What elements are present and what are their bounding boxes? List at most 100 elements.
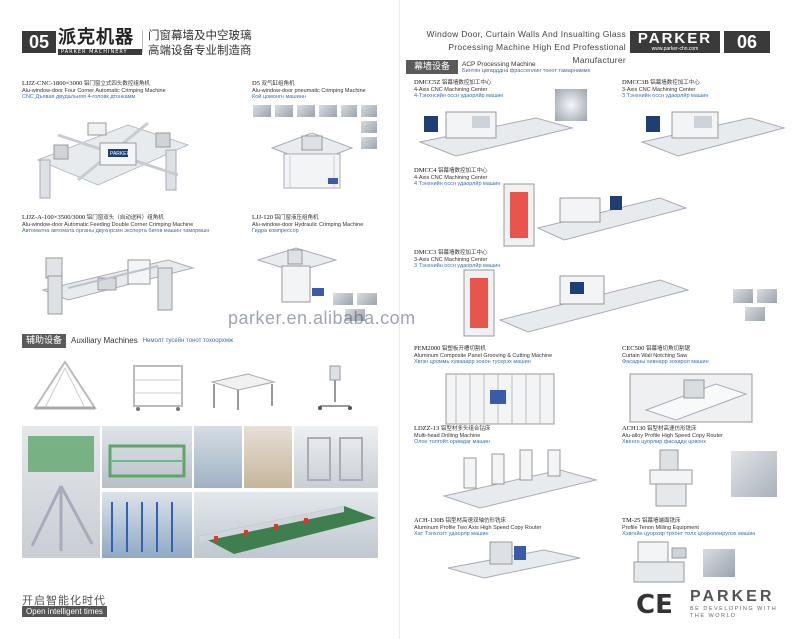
section-subtitles: ACP Processing Machine Бинтян цвгарддна … [462,61,590,74]
section-title-cn: 幕墙设备 [406,60,459,74]
cnc-machining-center-image [418,111,574,157]
detail-thumbnail [332,292,354,306]
pneumatic-crimping-machine-image [270,132,354,189]
machine-name-en: Alu-window-door Automatic Feeding Double… [22,221,194,228]
header-tagline-line1: Window Door, Curtain Walls And Insualtin… [426,29,626,39]
parker-logo-text: PARKER [637,30,713,47]
machine-name-en: 4-Axis CNC Machining Center [414,86,488,93]
machine-name-cn: 铝幕墙数控加工中心 [650,80,700,86]
section-title-ru: Немолт тусейн тонот тохоорхмж [142,338,233,344]
machine-name-en: 3-Axis CNC Machining Center [414,256,488,263]
machine-code: LJJZ-CNC-1800×3000 [22,80,83,87]
footer-logo-text: PARKER [690,588,775,605]
machine-label: ACH-130B 铝型材高速双轴仿形铣床 Aluminum Profile Tw… [414,517,584,538]
machine-name-ru: Гидра компрессор [252,228,299,234]
parker-logo-url: www.parker-chn.com [651,46,699,52]
machine-name-ru: Хат Тэнхлэгт удаорлр машин [414,531,489,537]
four-head-crimping-machine-image: PARKER [36,121,190,199]
machine-code: PEM2000 [414,345,441,352]
machine-name-en: Alu-alloy Profile High Speed Copy Router [622,432,723,439]
machine-label: DMCC3B 铝幕墙数控加工中心 3-Axis CNC Machining Ce… [622,79,792,100]
factory-photo [102,492,192,558]
machine-name-en: Curtain Wall Notching Saw [622,352,688,359]
machine-name-cn: 双气缸组角机 [261,81,295,87]
footer-slogan-cn: 开启智能化时代 [22,594,106,607]
machine-label: ACH130 铝型材高速仿形铣床 Alu-alloy Profile High … [622,425,792,446]
left-page-number: 05 [22,31,56,53]
machine-code: DMCC3B [622,79,649,86]
machine-name-cn: 铝门窗液压组角机 [274,215,319,221]
machine-name-cn: 铝幕墙数控加工中心 [437,250,488,256]
machine-code: CEC500 [622,345,645,352]
brand-name-cn: 派克机器 [58,27,134,48]
acp-section-header: 幕墙设备 ACP Processing Machine Бинтян цвгар… [406,60,590,74]
machine-code: ACH-130B [414,517,444,524]
page-spine [399,0,400,639]
machine-name-ru: Фасадны хивнарр зохирол машин [622,359,709,365]
factory-photo [244,426,292,488]
auxiliary-section-header: 辅助设备 Auxiliary Machines Немолт тусейн то… [22,334,233,348]
machine-label: PEM2000 铝塑板开槽切割机 Aluminum Composite Pane… [414,345,574,366]
double-corner-crimping-machine-image [41,257,195,315]
detail-thumbnail [554,88,588,122]
machine-label: DMCC3 铝幕墙数控加工中心 3-Axis CNC Machining Cen… [414,249,604,270]
detail-thumbnail [252,104,272,118]
detail-thumbnail [318,104,338,118]
machine-code: LJJZ-A-100×3500/3000 [22,214,86,221]
header-tagline-cn: 门窗幕墙及中空玻璃 高端设备专业制造商 [148,28,252,58]
detail-thumbnail [730,450,778,498]
machine-name-cn: 铝型材高速双轴仿形铣床 [445,518,507,524]
header-divider [142,30,143,52]
section-title-en: ACP Processing Machine [462,60,536,68]
machine-name-ru: Хвгзн цроммь хувааарр зоаон тусерэх маши… [414,359,531,365]
section-title-en: Auxiliary Machines [71,336,138,345]
machine-name-cn: 铝门窗立式四头数控组角机 [83,81,150,87]
machine-name-ru: Хвенгн цуорлир фасаддн цовонх [622,439,707,445]
machine-name-cn: 铝门窗双头（自动送料）组角机 [86,215,164,221]
panel-grooving-machine-image [445,373,555,425]
parker-logo: PARKER www.parker-chn.com [630,31,720,53]
tenon-milling-machine-image [633,541,687,583]
detail-thumbnail [732,288,754,304]
section-title-cn: 辅助设备 [22,334,67,348]
footer-slogan-en: Open intelligent times [22,606,107,617]
footer-tagline: BE DEVELOPING WITH THE WORLD [690,606,778,619]
brand-name-en: PARKER MACHINERY [58,49,142,55]
factory-photo [194,492,378,558]
machine-code: TM-25 [622,517,641,524]
detail-thumbnail [360,120,378,134]
machine-name-cn: 铝型材高速仿形铣床 [647,426,697,432]
machine-name-en: Alu-window-door Hydraulic Crimping Machi… [252,221,364,228]
glass-rack-image [33,360,97,410]
machine-label: DMCC5Z 铝幕墙数控加工中心 4-Axis CNC Machining Ce… [414,79,564,100]
machine-code: LDZZ-13 [414,425,440,432]
section-title-ru: Бинтян цвгарддна фрасселлин тонот тамарн… [462,67,591,74]
notching-saw-image [629,373,753,423]
machine-name-ru: Олон толгойт оримдаг машин [414,439,490,445]
detail-thumbnail [356,292,378,306]
left-page: 05 派克机器 PARKER MACHINERY 门窗幕墙及中空玻璃 高端设备专… [22,28,392,617]
machine-name-ru: Хэвгнйн цуорхир трхонт толх цооролоирулэ… [622,531,756,537]
detail-thumbnail [296,104,316,118]
factory-photo [294,426,378,488]
right-page: Window Door, Curtain Walls And Insualtin… [400,0,800,639]
right-page-number: 06 [724,31,770,53]
machine-name-ru: CNC Дъявая двудальняя 4-головк дтонкамм [22,94,136,100]
roller-stand-image [318,365,352,410]
machine-name-ru: 4-Тэнхнсийн оссн удаорлйр машин [414,93,504,99]
factory-photo [194,426,242,488]
long-bed-cnc-machining-center-image [503,183,688,247]
brand-logo-cn: 派克机器 PARKER MACHINERY [58,28,142,55]
machine-code: DMCC4 [414,167,437,174]
header-tagline-line2: Processing Machine High End Professtiona… [448,42,626,65]
machine-label: DMCC4 铝幕墙数控加工中心 4-Axis CNC Machining Cen… [414,167,604,188]
machine-code: D5 [252,80,260,87]
machine-name-en: Aluminum Composite Panel Grooving & Cutt… [414,352,553,359]
machine-name-cn: 铝型材多头组合钻床 [440,426,491,432]
machine-name-en: Multi-head Drilling Machine [414,432,481,439]
detail-thumbnail [360,104,378,118]
header-tagline-line1: 门窗幕墙及中空玻璃 [148,28,252,42]
cnc-machining-center-image [640,111,786,157]
machine-label: D5 双气缸组角机 Alu-window-door pneumatic Crim… [252,80,392,101]
detail-thumbnail [744,306,766,322]
